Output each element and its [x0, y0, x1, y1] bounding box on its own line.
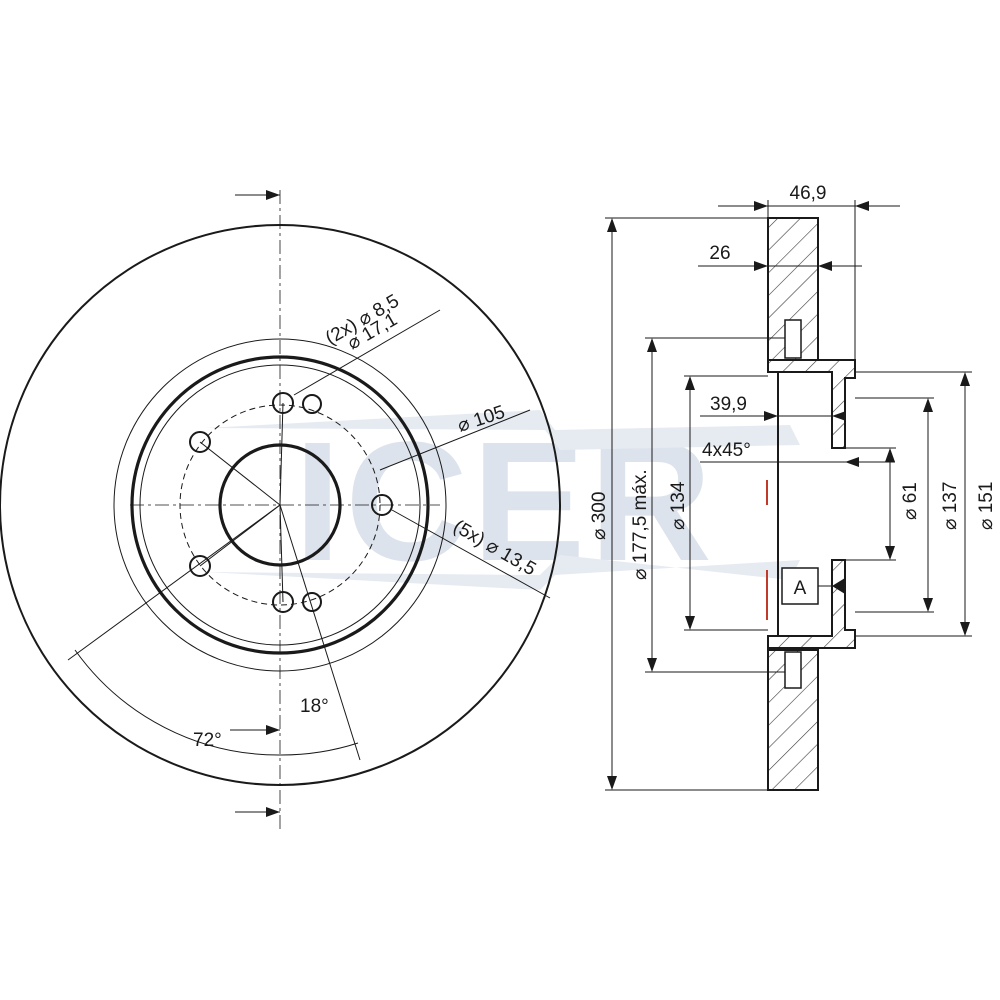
- arrow-151-bottom: [960, 622, 970, 636]
- label-angle-18: 18°: [300, 696, 329, 717]
- leader-hole-small: [293, 309, 441, 396]
- bottom-arrow-head: [266, 807, 280, 817]
- arrow-39-9-right: [832, 411, 846, 421]
- datum-triangle: [832, 578, 845, 594]
- datum-label: A: [794, 578, 807, 599]
- locating-holes: [302, 394, 322, 612]
- bolt-circle-dashed: [179, 404, 381, 606]
- label-disc-thickness: 26: [709, 243, 730, 264]
- hat-step-edge: [139, 364, 421, 646]
- arrow-61-bottom: [885, 546, 895, 560]
- friction-ring-inner-edge: [113, 338, 447, 672]
- arrow-46-9-left: [754, 201, 768, 211]
- arrow-177-top: [647, 338, 657, 352]
- radial-line: [279, 402, 284, 506]
- label-friction-inner-diameter: ⌀ 177,5 máx.: [630, 469, 651, 580]
- label-hub-diameter-2: ⌀ 151: [976, 482, 997, 530]
- watermark-frame: [205, 410, 800, 590]
- arrow-300-top: [607, 218, 617, 232]
- bolt-hole: [371, 494, 393, 516]
- bolt-holes: [189, 392, 393, 613]
- label-hat-outer-diameter: ⌀ 134: [668, 481, 689, 530]
- leader-angle-72-head: [266, 725, 280, 735]
- leader-bolt-hole: [391, 509, 551, 599]
- label-outer-diameter: ⌀ 300: [589, 492, 610, 540]
- arrow-61-top: [885, 448, 895, 462]
- angle-line-72: [67, 504, 281, 661]
- center-bore: [218, 443, 342, 567]
- top-arrow-head: [266, 190, 280, 200]
- arrow-300-bottom: [607, 776, 617, 790]
- arrow-chamfer: [845, 457, 859, 467]
- disc-outer-edge: [0, 224, 561, 786]
- radial-line: [279, 504, 284, 603]
- datum-box: [781, 567, 819, 605]
- label-center-bore: ⌀ 61: [900, 482, 921, 520]
- arrow-26-right: [818, 261, 832, 271]
- label-hub-diameter-1: ⌀ 137: [940, 482, 961, 530]
- hat-outer-edge: [130, 355, 430, 655]
- label-total-height: 46,9: [790, 183, 827, 204]
- bolt-hole: [189, 555, 211, 577]
- arrow-26-left: [754, 261, 768, 271]
- label-hat-depth: 39,9: [710, 394, 747, 415]
- angle-line-18: [279, 504, 361, 761]
- label-angle-72: 72°: [193, 730, 222, 751]
- arrow-177-bottom: [647, 658, 657, 672]
- radial-line: [199, 441, 281, 506]
- arrow-151-top: [960, 372, 970, 386]
- section-view: A 46,9 26 39,9 4x45° ⌀ 300 ⌀ 177,5 máx. …: [589, 183, 997, 791]
- vent-slot-bottom: [784, 651, 802, 689]
- locating-hole: [302, 394, 322, 414]
- arrow-137-top: [923, 398, 933, 412]
- arrow-134-bottom: [685, 616, 695, 630]
- arrow-39-9-left: [764, 411, 778, 421]
- arrow-137-bottom: [923, 598, 933, 612]
- arrow-134-top: [685, 376, 695, 390]
- label-chamfer: 4x45°: [702, 440, 751, 461]
- angle-arc-72: [74, 649, 281, 756]
- arrow-46-9-right: [855, 201, 869, 211]
- angle-arc-18: [279, 742, 359, 756]
- leader-bolt-circle: [379, 409, 531, 471]
- vent-slot-top: [784, 319, 802, 359]
- bolt-hole: [189, 431, 211, 453]
- locating-hole: [302, 592, 322, 612]
